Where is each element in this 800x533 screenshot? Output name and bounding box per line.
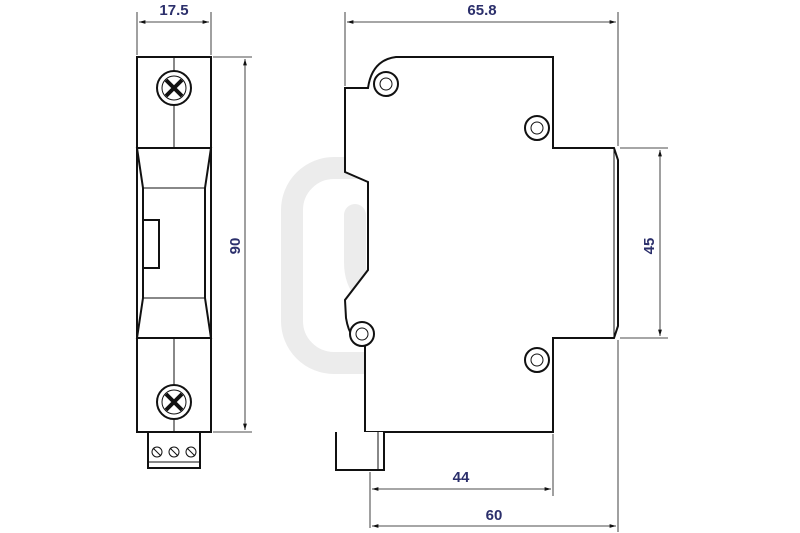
- terminal-screw-icon: [156, 70, 192, 106]
- dimension-front-width: 17.5: [136, 2, 212, 55]
- dim-label-60: 60: [486, 507, 503, 524]
- dimension-overall-depth: 65.8: [344, 2, 619, 146]
- mount-hole: [524, 347, 550, 373]
- side-view: [335, 56, 619, 471]
- dim-label-17-5: 17.5: [159, 2, 188, 19]
- rail-clip: [335, 432, 385, 471]
- dimension-depth-60: 60: [372, 340, 619, 532]
- side-body: [343, 56, 619, 433]
- dimension-height: 90: [213, 56, 252, 433]
- mount-hole: [373, 71, 399, 97]
- dim-label-65-8: 65.8: [467, 2, 496, 19]
- front-view: [135, 56, 213, 469]
- mount-hole: [524, 115, 550, 141]
- dim-label-45: 45: [641, 238, 658, 255]
- mount-hole: [349, 321, 375, 347]
- indicator-window: [142, 219, 160, 269]
- dim-label-44: 44: [453, 469, 470, 486]
- dimension-depth-44: 44: [369, 434, 554, 528]
- connector-block: [147, 431, 201, 469]
- dim-label-90: 90: [227, 238, 244, 255]
- dimension-front-face-height: 45: [620, 147, 668, 339]
- terminal-screw-icon: [156, 384, 192, 420]
